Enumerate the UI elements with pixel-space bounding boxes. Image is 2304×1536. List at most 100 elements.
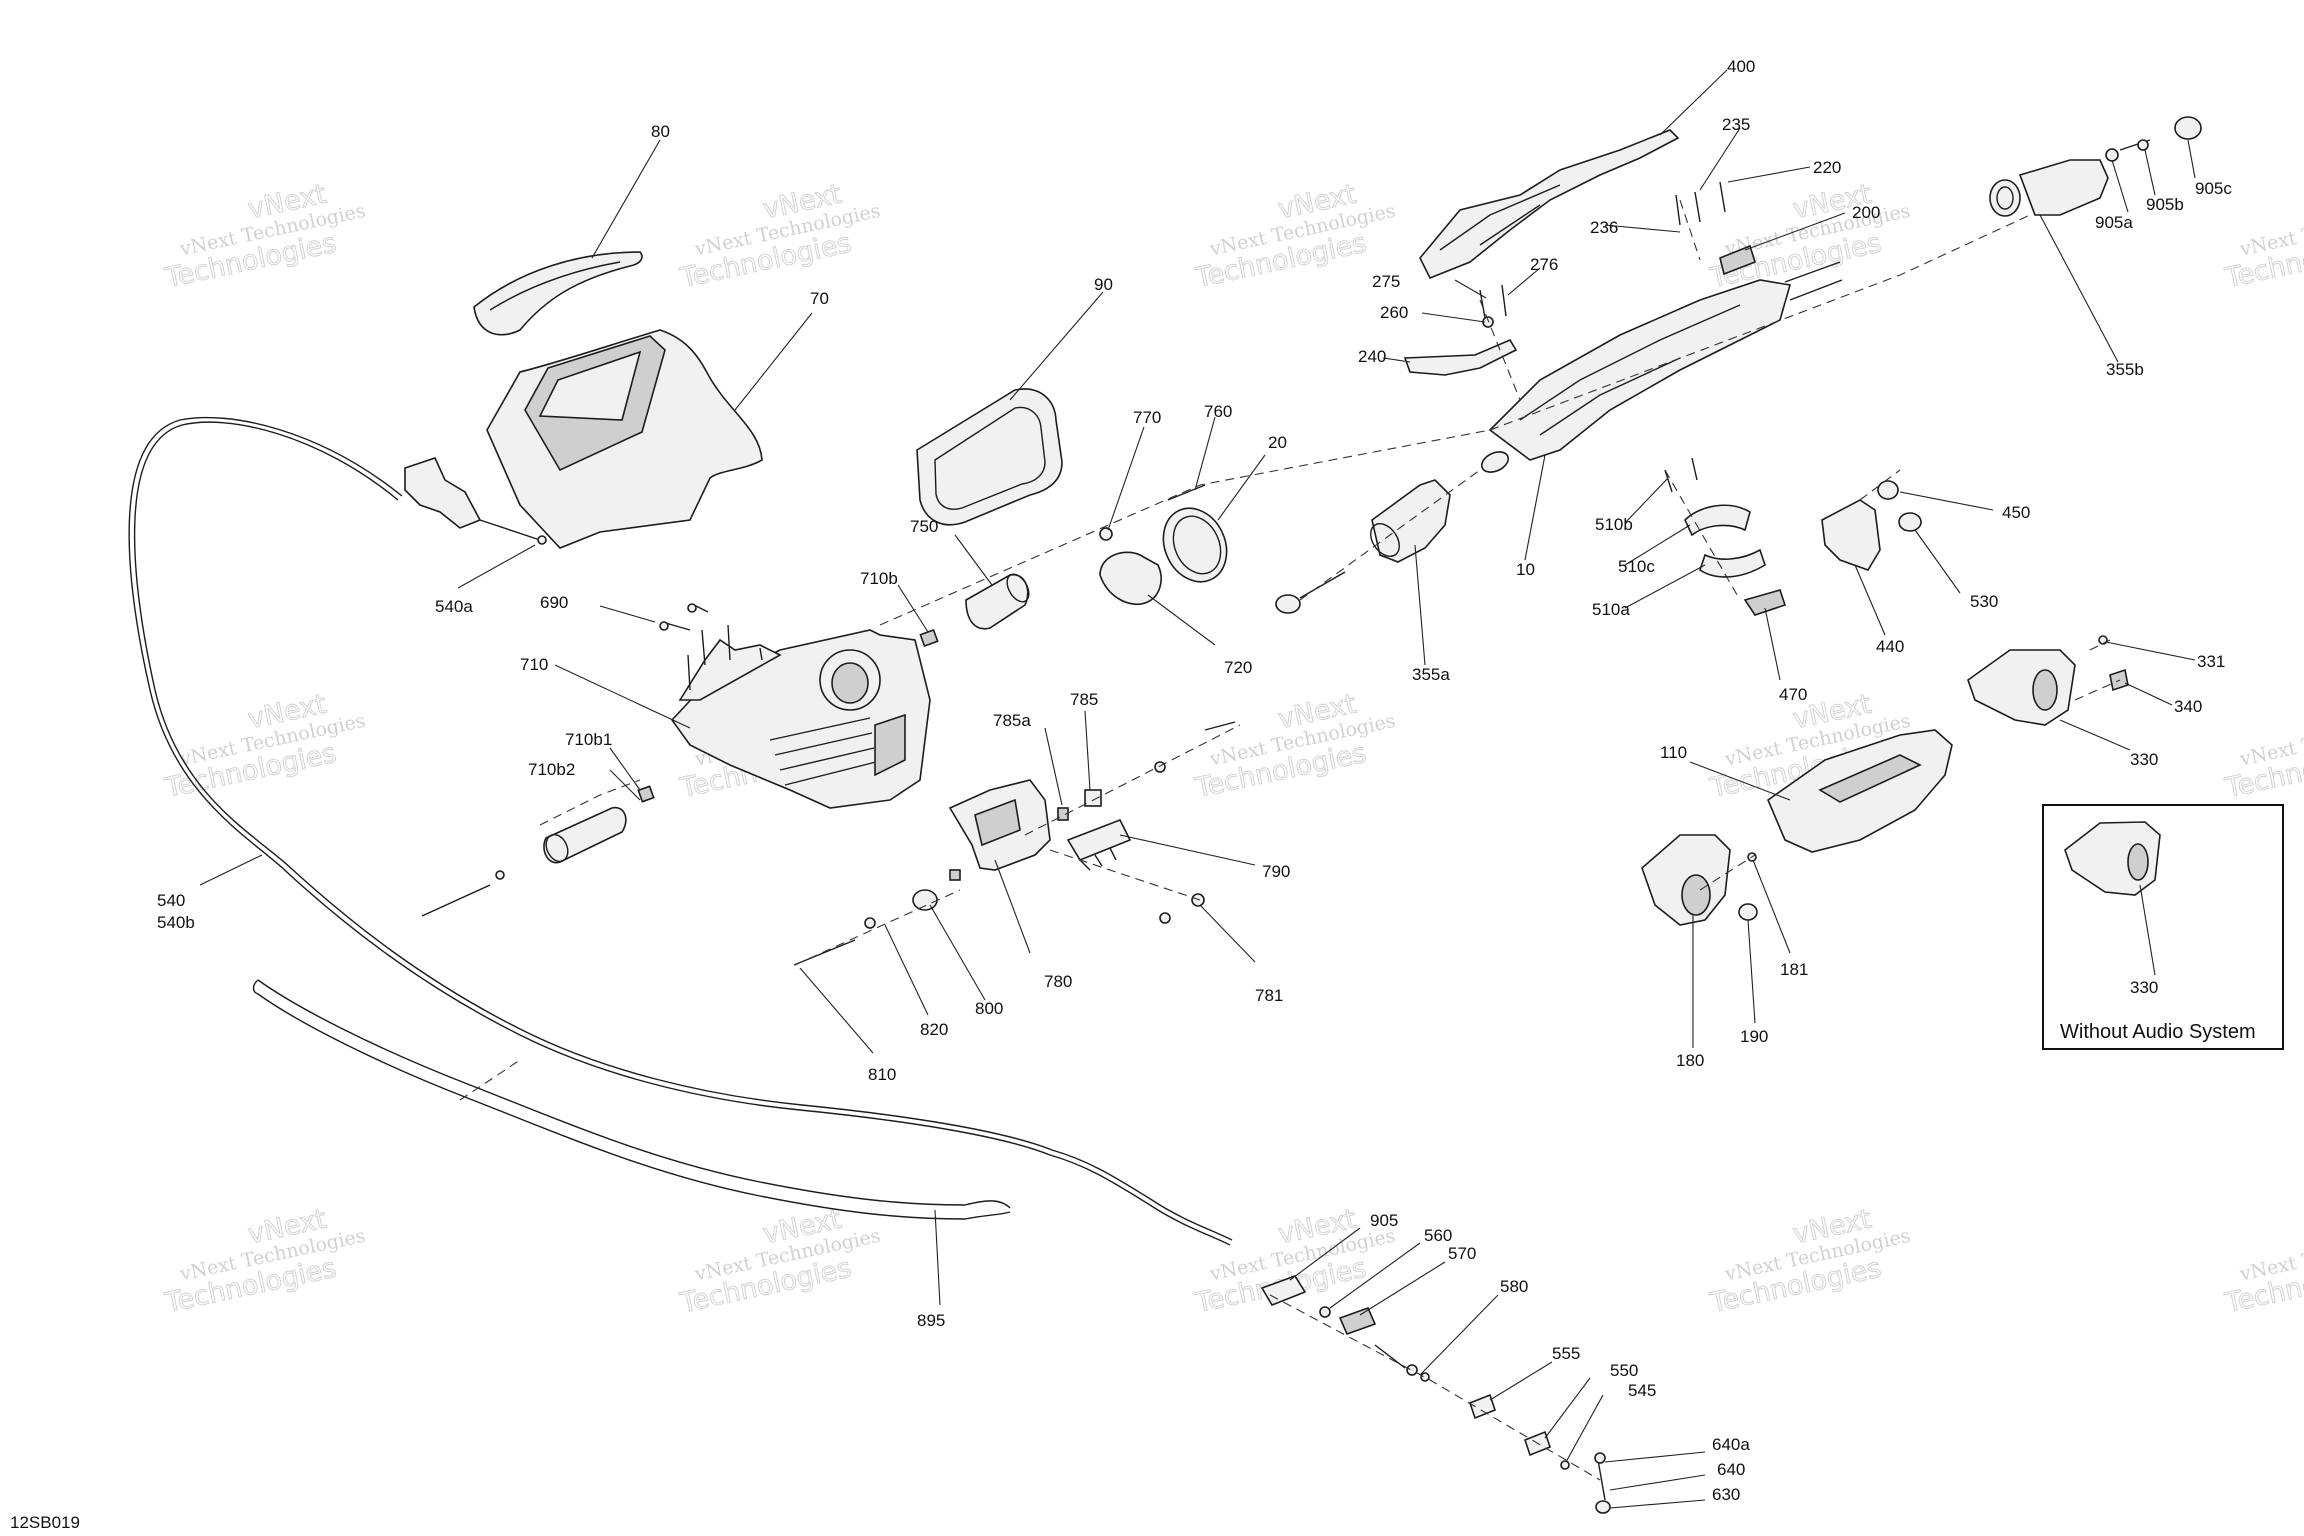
label-690: 690	[540, 593, 568, 612]
label-790: 790	[1262, 862, 1290, 881]
label-90: 90	[1094, 275, 1113, 294]
label-510b: 510b	[1595, 515, 1633, 534]
label-440: 440	[1876, 637, 1904, 656]
label-260: 260	[1380, 303, 1408, 322]
part-355a-drawing	[1371, 479, 1451, 563]
label-630: 630	[1712, 1485, 1740, 1504]
label-80: 80	[651, 122, 670, 141]
label-540b: 540b	[157, 913, 195, 932]
label-545: 545	[1628, 1381, 1656, 1400]
part-510a-drawing	[1699, 548, 1766, 578]
part-80-drawing	[473, 251, 643, 336]
label-560: 560	[1424, 1226, 1452, 1245]
label-340: 340	[2174, 697, 2202, 716]
label-181: 181	[1780, 960, 1808, 979]
label-180: 180	[1676, 1051, 1704, 1070]
label-750: 750	[910, 517, 938, 536]
diagram-id: 12SB019	[10, 1513, 80, 1532]
part-240-drawing	[1403, 338, 1518, 376]
label-810: 810	[868, 1065, 896, 1084]
label-760: 760	[1204, 402, 1232, 421]
label-10: 10	[1516, 560, 1535, 579]
part-330-drawing	[1967, 649, 2076, 726]
label-780: 780	[1044, 972, 1072, 991]
label-190: 190	[1740, 1027, 1768, 1046]
label-550: 550	[1610, 1361, 1638, 1380]
label-785a: 785a	[993, 711, 1031, 730]
leader-lines	[199, 69, 2196, 1509]
label-530: 530	[1970, 592, 1998, 611]
label-355b: 355b	[2106, 360, 2144, 379]
part-540-drawing	[128, 416, 1231, 1246]
label-720: 720	[1224, 658, 1252, 677]
label-110: 110	[1660, 743, 1687, 762]
label-905a: 905a	[2095, 213, 2133, 232]
callout-labels: 80 70 90 770 760 20 750 710b 720 690 710…	[157, 57, 2232, 1504]
label-276: 276	[1530, 255, 1558, 274]
part-10-drawing	[1488, 279, 1792, 461]
part-720-drawing	[1099, 551, 1162, 605]
label-905: 905	[1370, 1211, 1398, 1230]
part-20-drawing	[1162, 507, 1228, 583]
label-220: 220	[1813, 158, 1841, 177]
label-580: 580	[1500, 1277, 1528, 1296]
label-240: 240	[1358, 347, 1386, 366]
label-400: 400	[1727, 57, 1755, 76]
label-640: 640	[1717, 1460, 1745, 1479]
label-275: 275	[1372, 272, 1400, 291]
label-20: 20	[1268, 433, 1287, 452]
label-555: 555	[1552, 1344, 1580, 1363]
assembly-axes	[459, 199, 2121, 1481]
label-710: 710	[520, 655, 548, 674]
part-895-drawing	[257, 979, 1011, 1209]
label-710b1: 710b1	[565, 730, 612, 749]
label-820: 820	[920, 1020, 948, 1039]
inset-caption: Without Audio System	[2060, 1021, 2256, 1043]
inset-box	[2042, 804, 2284, 1050]
label-640a: 640a	[1712, 1435, 1750, 1454]
label-710b2: 710b2	[528, 760, 575, 779]
label-540: 540	[157, 891, 185, 910]
part-cylinder-drawing	[543, 806, 627, 864]
label-331: 331	[2197, 652, 2225, 671]
part-750-drawing	[965, 574, 1029, 630]
label-200: 200	[1852, 203, 1880, 222]
part-510c-drawing	[1684, 504, 1751, 537]
label-inset-330: 330	[2130, 978, 2158, 997]
label-905c: 905c	[2195, 179, 2232, 198]
part-90-drawing	[916, 388, 1063, 526]
label-781: 781	[1255, 986, 1283, 1005]
part-440-drawing	[1821, 499, 1881, 571]
label-330: 330	[2130, 750, 2158, 769]
label-895: 895	[917, 1311, 945, 1330]
label-355a: 355a	[1412, 665, 1450, 684]
part-400-drawing	[1419, 129, 1680, 280]
label-710b: 710b	[860, 569, 898, 588]
part-drawings	[128, 116, 2284, 1514]
label-800: 800	[975, 999, 1003, 1018]
label-570: 570	[1448, 1244, 1476, 1263]
label-70: 70	[810, 289, 829, 308]
label-785: 785	[1070, 690, 1098, 709]
label-236: 236	[1590, 218, 1618, 237]
part-355b-drawing	[2018, 159, 2109, 216]
label-235: 235	[1722, 115, 1750, 134]
label-510c: 510c	[1618, 557, 1655, 576]
label-450: 450	[2002, 503, 2030, 522]
label-905b: 905b	[2146, 195, 2184, 214]
label-510a: 510a	[1592, 600, 1630, 619]
label-470: 470	[1779, 685, 1807, 704]
